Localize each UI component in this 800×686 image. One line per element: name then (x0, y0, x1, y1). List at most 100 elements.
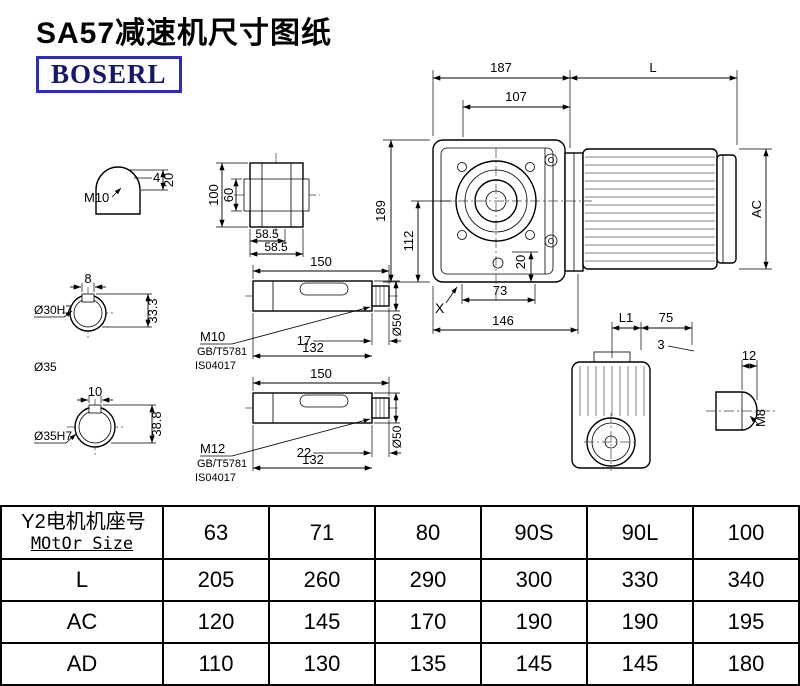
cell-value: 170 (374, 600, 482, 644)
cell-value: 260 (268, 558, 376, 602)
table-row-AC: AC 120 145 170 190 190 195 (0, 600, 800, 644)
cell-value: 340 (692, 558, 800, 602)
shaft-end-detail: M10 4 20 (84, 166, 176, 215)
dim-10: 10 (88, 384, 102, 399)
cell-value: 120 (162, 600, 270, 644)
motor-size-value: 90L (586, 505, 694, 560)
motor-size-value: 71 (268, 505, 376, 560)
dia-35-label: Ø35 (34, 360, 57, 374)
dia-50: Ø50 (390, 313, 404, 336)
cell-value: 110 (162, 642, 270, 686)
dim-58-5-a: 58.5 (255, 227, 279, 241)
dim-12: 12 (742, 348, 756, 363)
dim-17: 17 (297, 333, 311, 348)
std-gb: GB/T5781 (197, 346, 247, 358)
dim-187: 187 (490, 60, 512, 75)
x-mark: X (435, 300, 445, 316)
dim-3: 3 (657, 337, 664, 352)
dim-75: 75 (659, 310, 673, 325)
shaft-nose (371, 397, 390, 419)
boserl-logo: BOSERL (36, 56, 182, 93)
side-fins (579, 366, 645, 416)
cell-value: 195 (692, 600, 800, 644)
cell-value: 190 (480, 600, 588, 644)
dia-35h7-label: Ø35H7 (34, 429, 72, 443)
output-flange-circles (455, 160, 537, 242)
logo-text: BOSERL (51, 59, 167, 89)
motor-size-value: 90S (480, 505, 588, 560)
table-row-motor-size: Y2电机机座号 MOtOr Size 63 71 80 90S 90L 100 (0, 505, 800, 560)
flange-body (249, 162, 304, 228)
cell-value: 145 (586, 642, 694, 686)
row-label: AC (0, 600, 164, 644)
std-iso: IS04017 (195, 472, 236, 484)
main-assembly-view: 187 L 107 189 112 20 73 146 X AC (373, 60, 772, 334)
row-label: L (0, 558, 164, 602)
cell-value: 205 (162, 558, 270, 602)
keyway-slot (81, 293, 95, 303)
table-row-AD: AD 110 130 135 145 145 180 (0, 642, 800, 686)
dim-L: L (649, 60, 656, 75)
std-iso: IS04017 (195, 360, 236, 372)
dim-22: 22 (297, 445, 311, 460)
dim-8: 8 (84, 271, 91, 286)
dim-150: 150 (310, 254, 332, 269)
row-label: AD (0, 642, 164, 686)
dim-112: 112 (401, 231, 416, 252)
cell-value: 135 (374, 642, 482, 686)
dim-4: 4 (153, 170, 160, 185)
dim-38-8: 38.8 (149, 411, 164, 436)
dia-50: Ø50 (390, 425, 404, 448)
motor-size-header: Y2电机机座号 MOtOr Size (0, 505, 164, 560)
dome-section (95, 166, 141, 215)
hollow-shaft-30-view: 8 Ø30H7 33.3 Ø35 (34, 271, 160, 374)
dim-132: 132 (302, 340, 324, 355)
motor-fins (585, 156, 715, 262)
dim-AC: AC (749, 200, 764, 218)
cell-value: 290 (374, 558, 482, 602)
shaft-nose (371, 285, 390, 307)
dim-150: 150 (310, 366, 332, 381)
dim-M8: M8 (753, 409, 768, 427)
keyway-slot (88, 404, 102, 414)
cell-value: 145 (480, 642, 588, 686)
input-shaft-m10-view: 150 M10 GB/T5781 IS04017 17 132 Ø50 (195, 254, 404, 372)
rear-view: L1 75 3 12 M8 (571, 310, 778, 471)
dim-189: 189 (373, 200, 388, 222)
input-shaft-m12-view: 150 M12 GB/T5781 IS04017 22 132 Ø50 (195, 366, 404, 484)
motor-size-value: 63 (162, 505, 270, 560)
dim-20b: 20 (161, 173, 176, 187)
thread-m10: M10 (200, 329, 225, 344)
cell-value: 180 (692, 642, 800, 686)
motor-size-label-en: MOtOr Size (30, 534, 134, 555)
cell-value: 130 (268, 642, 376, 686)
dim-73: 73 (493, 283, 507, 298)
cell-value: 190 (586, 600, 694, 644)
dim-132: 132 (302, 452, 324, 467)
dim-146: 146 (492, 313, 514, 328)
cell-value: 330 (586, 558, 694, 602)
thread-m12: M12 (200, 441, 225, 456)
thread-m10-label: M10 (84, 190, 109, 205)
motor-size-value: 80 (374, 505, 482, 560)
hollow-shaft-35-view: 10 Ø35H7 38.8 (34, 384, 164, 455)
dimension-table: Y2电机机座号 MOtOr Size 63 71 80 90S 90L 100 … (0, 505, 800, 686)
std-gb: GB/T5781 (197, 458, 247, 470)
page-title: SA57减速机尺寸图纸 (36, 17, 333, 50)
cell-value: 145 (268, 600, 376, 644)
motor-size-label-cn: Y2电机机座号 (21, 511, 146, 534)
keyway (299, 282, 349, 296)
dim-58-5-b: 58.5 (264, 240, 288, 254)
keyway (299, 394, 349, 408)
dim-20: 20 (513, 255, 528, 269)
shaft-end-m8 (715, 391, 758, 431)
cell-value: 300 (480, 558, 588, 602)
flange-detail: 100 60 58.5 58.5 (206, 153, 320, 257)
dia-30h7-label: Ø30H7 (34, 303, 72, 317)
dim-60: 60 (221, 188, 236, 202)
dim-107: 107 (505, 89, 527, 104)
dim-100: 100 (206, 184, 221, 206)
technical-drawing: 187 L 107 189 112 20 73 146 X AC (34, 60, 778, 484)
motor-size-value: 100 (692, 505, 800, 560)
dim-33-3: 33.3 (145, 298, 160, 323)
